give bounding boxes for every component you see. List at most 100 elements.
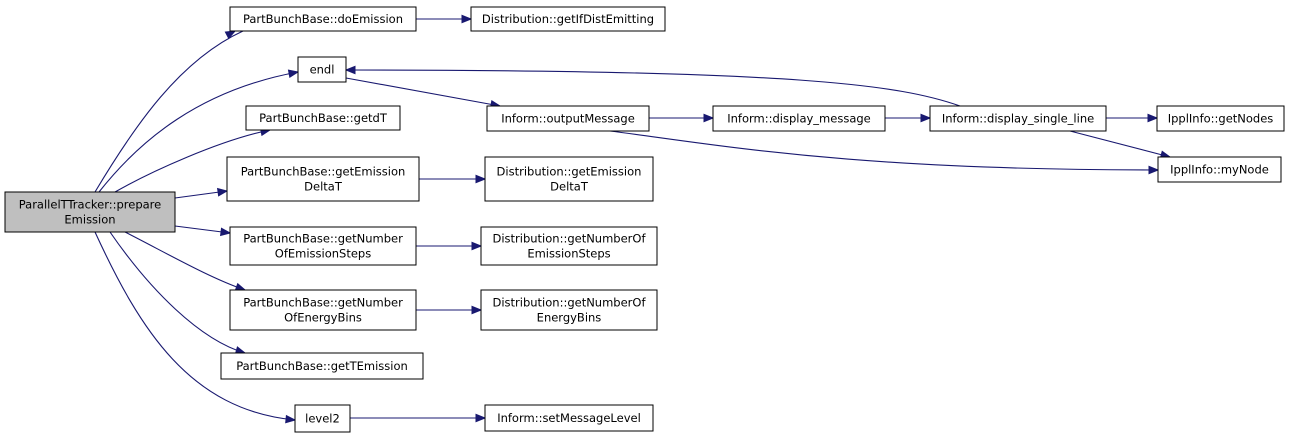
arrowhead-icon (217, 187, 229, 197)
edge-level2-to-setMessageLevel (350, 413, 487, 423)
node-label: Inform::display_single_line (942, 112, 1094, 126)
node-box (484, 404, 654, 432)
edge-endl-to-outputMessage (345, 77, 502, 109)
node-box (226, 156, 420, 202)
node-label: OfEmissionSteps (275, 247, 371, 261)
arrowhead-icon (287, 69, 300, 79)
arrowhead-icon (475, 174, 487, 184)
node-label: PartBunchBase::getNumber (243, 232, 403, 246)
node-box (220, 352, 424, 380)
arrowhead-icon (220, 227, 232, 237)
node-getTEmission[interactable]: PartBunchBase::getTEmission (220, 352, 424, 380)
edge-displayMessage-to-displaySingleLine (885, 113, 932, 123)
node-label: Inform::setMessageLevel (497, 411, 641, 425)
edge-pbGetNumEmSteps-to-distGetNumEmSteps (416, 241, 483, 251)
node-box (245, 105, 401, 131)
arrowhead-icon (703, 113, 715, 123)
node-label: DeltaT (550, 180, 589, 194)
arrowhead-icon (471, 305, 483, 315)
arrowhead-icon (920, 113, 932, 123)
edge-pbGetEmissionDeltaT-to-distGetEmissionDeltaT (419, 174, 487, 184)
edge-displaySingleLine-to-endl (344, 65, 961, 107)
node-displayMessage[interactable]: Inform::display_message (712, 105, 886, 132)
arrowhead-icon (224, 30, 237, 40)
edge-root-to-getTEmission (109, 231, 247, 355)
edge-root-to-pbGetNumEnergyBins (124, 231, 247, 292)
edge-outputMessage-to-myNode (609, 130, 1160, 175)
arrowhead-icon (344, 65, 356, 75)
node-box (486, 105, 650, 132)
node-box (470, 6, 666, 32)
node-box (480, 226, 658, 266)
node-label: ParallelTTracker::prepare (19, 198, 162, 212)
node-label: PartBunchBase::getEmission (241, 165, 406, 179)
node-label: level2 (305, 412, 340, 426)
node-label: IpplInfo::myNode (1170, 163, 1269, 177)
node-getdT[interactable]: PartBunchBase::getdT (245, 105, 401, 131)
node-label: EmissionSteps (527, 247, 610, 261)
arrowhead-icon (1148, 165, 1160, 175)
node-label: OfEnergyBins (284, 311, 362, 325)
node-label: PartBunchBase::doEmission (243, 12, 403, 26)
node-box (1156, 105, 1285, 132)
node-getIfDistEmitting[interactable]: Distribution::getIfDistEmitting (470, 6, 666, 32)
node-label: IpplInfo::getNodes (1168, 112, 1274, 126)
node-level2[interactable]: level2 (294, 404, 351, 433)
edge-root-to-doEmission (94, 30, 244, 193)
arrowhead-icon (471, 241, 483, 251)
node-box (484, 156, 654, 202)
node-label: Distribution::getNumberOf (492, 296, 646, 310)
node-label: Inform::outputMessage (501, 112, 635, 126)
arrowhead-icon (475, 413, 487, 423)
node-label: PartBunchBase::getdT (259, 111, 388, 125)
node-box (229, 289, 417, 331)
node-box (229, 226, 417, 266)
node-label: PartBunchBase::getNumber (243, 296, 403, 310)
edge-root-to-endl (98, 69, 300, 193)
edge-displaySingleLine-to-getNodes (1106, 113, 1159, 123)
node-box (1157, 156, 1282, 183)
node-box (4, 191, 176, 233)
node-getNodes[interactable]: IpplInfo::getNodes (1156, 105, 1285, 132)
node-label: Distribution::getEmission (497, 165, 642, 179)
node-endl[interactable]: endl (297, 56, 347, 83)
edge-root-to-level2 (94, 231, 297, 424)
node-label: DeltaT (304, 180, 343, 194)
node-box (229, 6, 417, 32)
call-graph-edges (94, 14, 1172, 424)
edge-root-to-pbGetNumEmSteps (174, 225, 232, 237)
node-label: endl (310, 63, 335, 77)
node-box (294, 404, 351, 433)
node-label: Distribution::getNumberOf (492, 232, 646, 246)
edge-displaySingleLine-to-myNode (1069, 130, 1172, 159)
edge-doEmission-to-getIfDistEmitting (416, 14, 473, 24)
edge-outputMessage-to-displayMessage (649, 113, 715, 123)
node-box (297, 56, 347, 83)
node-box (712, 105, 886, 132)
node-label: Inform::display_message (727, 112, 871, 126)
node-displaySingleLine[interactable]: Inform::display_single_line (929, 105, 1107, 132)
call-graph-nodes: ParallelTTracker::prepareEmissionPartBun… (4, 6, 1285, 433)
edge-root-to-pbGetEmissionDeltaT (174, 187, 229, 199)
node-box (480, 289, 658, 331)
arrowhead-icon (1147, 113, 1159, 123)
node-setMessageLevel[interactable]: Inform::setMessageLevel (484, 404, 654, 432)
node-outputMessage[interactable]: Inform::outputMessage (486, 105, 650, 132)
node-doEmission[interactable]: PartBunchBase::doEmission (229, 6, 417, 32)
arrowhead-icon (285, 414, 297, 424)
edge-pbGetNumEnergyBins-to-distGetNumEnergyBins (416, 305, 483, 315)
node-label: Emission (64, 213, 115, 227)
node-label: EnergyBins (537, 311, 602, 325)
node-label: PartBunchBase::getTEmission (236, 359, 408, 373)
node-myNode[interactable]: IpplInfo::myNode (1157, 156, 1282, 183)
node-box (929, 105, 1107, 132)
arrowhead-icon (461, 14, 473, 24)
